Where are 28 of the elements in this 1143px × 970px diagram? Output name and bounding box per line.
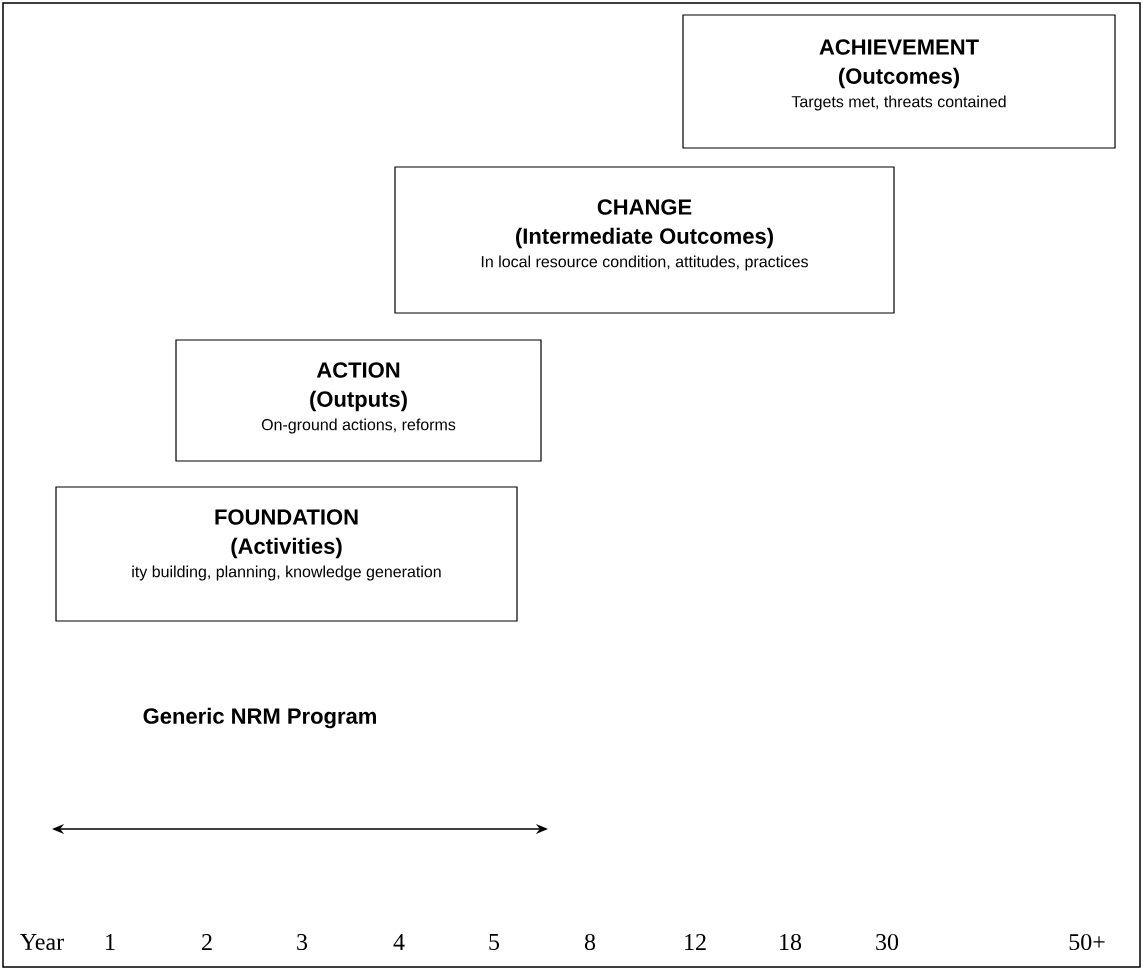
stage-title: ACHIEVEMENT [819, 39, 979, 55]
stage-subtitle: (Intermediate Outcomes) [516, 227, 773, 249]
stage-description: ity building, planning, knowledge generation [132, 565, 441, 581]
year-number: 2 [202, 934, 212, 950]
year-number: 3 [297, 933, 308, 951]
stage-title: CHANGE [597, 199, 692, 215]
stage-description: In local resource condition, attitudes, practices [481, 255, 808, 271]
year-number: 8 [584, 933, 596, 951]
stage-title: ACTION [316, 362, 400, 378]
stage-subtitle: (Outputs) [310, 390, 407, 412]
axis-label: Year [20, 934, 64, 950]
year-number: 1 [106, 934, 115, 950]
stage-description: On-ground actions, reforms [261, 418, 456, 434]
stage-box [682, 14, 1116, 149]
program-title: Generic NRM Program [143, 707, 376, 729]
stage-box [175, 339, 542, 462]
stage-subtitle: (Activities) [231, 537, 342, 559]
stage-description: Targets met, threats contained [791, 95, 1006, 111]
stage-box [394, 166, 895, 314]
year-number: 18 [780, 933, 802, 951]
stage-subtitle: (Outcomes) [839, 67, 959, 89]
year-number: 50+ [1069, 933, 1105, 951]
stage-box [55, 486, 518, 622]
year-number: 30 [876, 933, 899, 951]
year-number: 5 [489, 934, 500, 950]
year-number: 12 [685, 934, 706, 950]
stage-title: FOUNDATION [215, 509, 358, 525]
year-number: 4 [393, 934, 405, 950]
